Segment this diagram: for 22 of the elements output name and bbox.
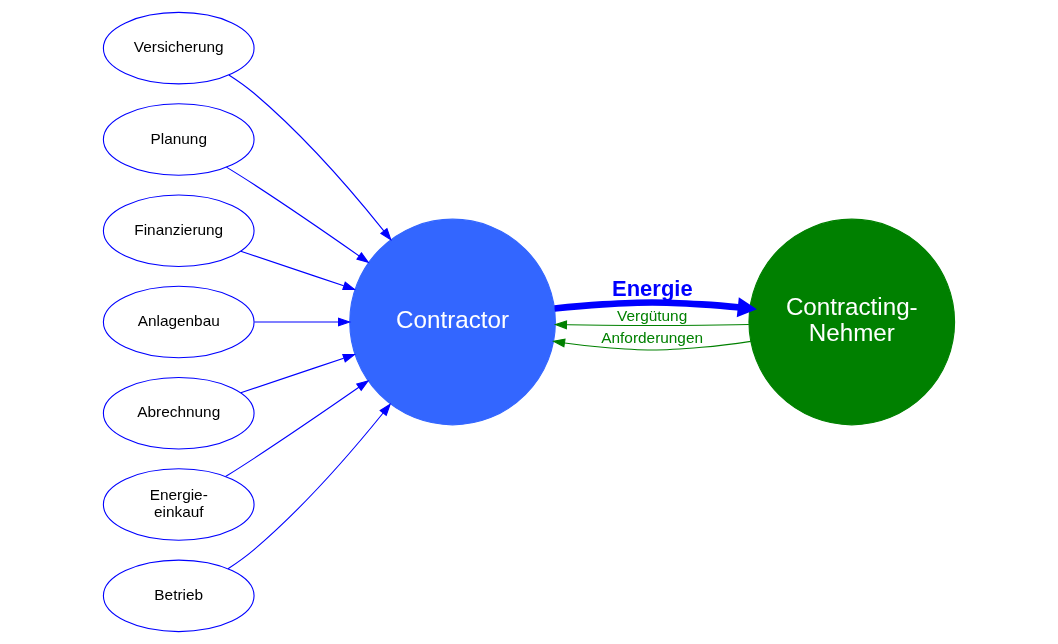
node-ellipse: Planung (102, 103, 255, 176)
arrow (228, 74, 392, 241)
node-circle: Contracting- Nehmer (748, 218, 956, 426)
node-ellipse: Abrechnung (102, 377, 255, 450)
node-ellipse: Finanzierung (102, 194, 255, 267)
edge-label: Vergütung (617, 307, 688, 325)
node-ellipse: Betrieb (102, 559, 255, 633)
node-ellipse: Energie- einkauf (102, 468, 255, 541)
node-ellipse: Anlagenbau (102, 285, 255, 359)
arrow (553, 320, 750, 330)
arrow (554, 297, 757, 318)
node-ellipse: Versicherung (102, 11, 255, 85)
arrow (253, 317, 352, 327)
node-circle: Contractor (349, 218, 556, 426)
arrow (225, 166, 370, 264)
arrow (225, 380, 370, 478)
arrow (240, 250, 357, 291)
edge-label: Anforderungen (601, 329, 704, 347)
edge-label: Energie (612, 275, 693, 301)
arrow (227, 403, 392, 570)
arrow (240, 353, 357, 394)
arrow (551, 338, 752, 351)
